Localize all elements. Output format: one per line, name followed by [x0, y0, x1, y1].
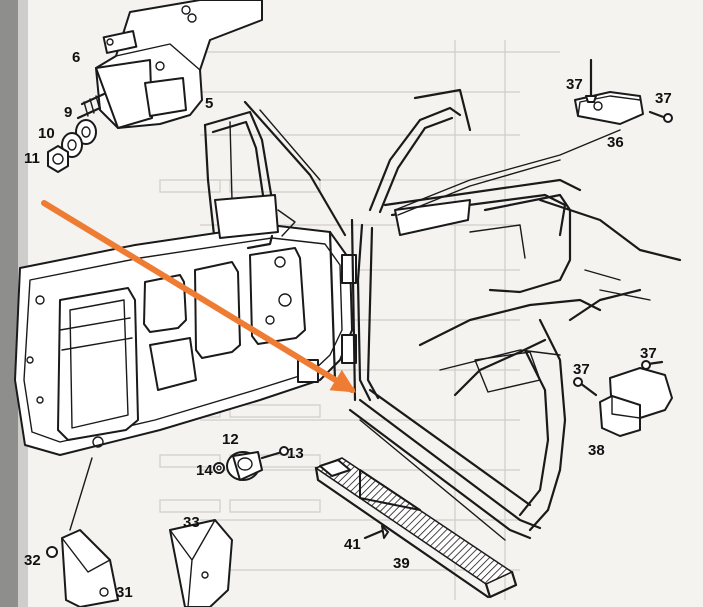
callout-33: 33 — [183, 514, 200, 531]
bracket-part-36 — [574, 58, 673, 125]
scan-edge-shadow — [0, 0, 18, 607]
callout-9: 9 — [64, 104, 72, 121]
highlight-arrow — [41, 200, 357, 393]
callout-11: 11 — [24, 150, 40, 167]
sill-plate-part-40 — [314, 457, 518, 599]
car-body-shell — [348, 88, 682, 541]
bracket-part-33 — [169, 519, 233, 607]
callout-12: 12 — [222, 431, 239, 448]
callout-40: 39 — [393, 555, 410, 572]
bracket-parts-31-32 — [46, 457, 119, 607]
hinge-bracket-part-6 — [76, 0, 263, 129]
callout-6: 6 — [72, 49, 80, 66]
callout-31: 31 — [116, 584, 133, 601]
callout-38: 37 — [566, 76, 583, 93]
buffer-parts-12-13-14 — [213, 446, 289, 481]
callout-37-top: 37 — [655, 90, 672, 107]
check-rod — [394, 129, 621, 216]
callout-10: 10 — [38, 125, 55, 142]
callout-14: 14 — [196, 462, 213, 479]
callout-5: 5 — [205, 95, 213, 112]
callout-41: 41 — [344, 536, 361, 553]
callout-37-left: 37 — [573, 361, 590, 378]
callout-37-right: 37 — [640, 345, 657, 362]
callout-13: 13 — [287, 445, 304, 462]
bracket-part-39 — [573, 360, 673, 437]
washers-and-nut — [47, 119, 97, 173]
callout-39: 38 — [588, 442, 605, 459]
callout-36: 36 — [607, 134, 624, 151]
callout-32: 32 — [24, 552, 41, 569]
